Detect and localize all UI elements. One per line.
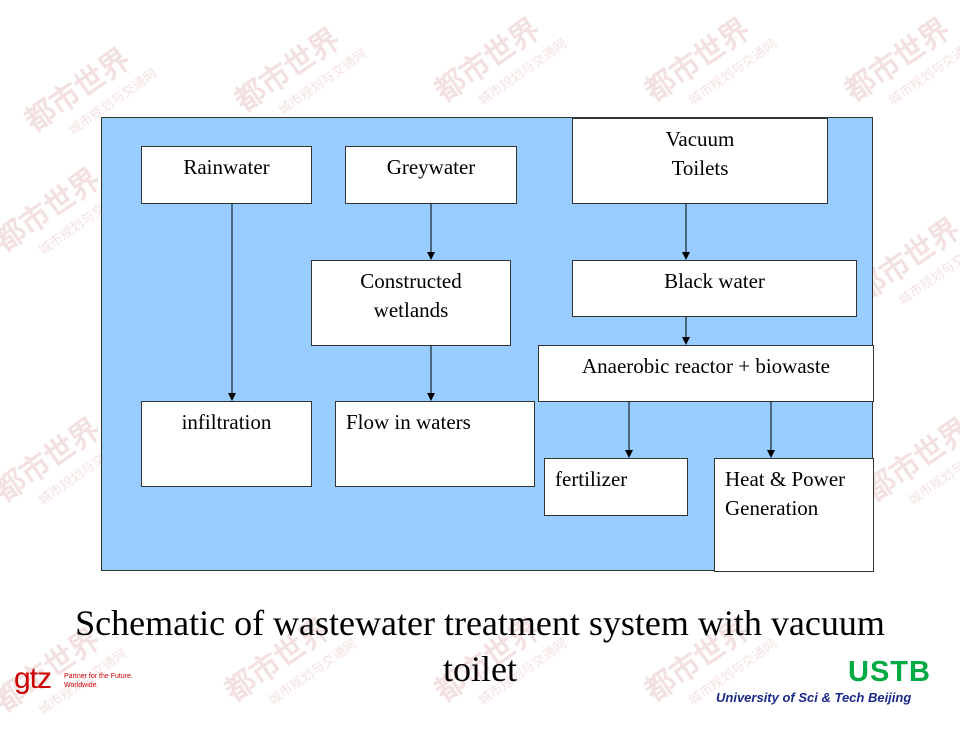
ustb-university-name: University of Sci & Tech Beijing bbox=[716, 690, 912, 705]
watermark-text: 都市世界 bbox=[0, 411, 108, 510]
heat-power-label-line1: Heat & Power bbox=[725, 467, 846, 491]
black-water-box: Black water bbox=[572, 260, 857, 317]
constructed-wetlands-box: Constructed wetlands bbox=[311, 260, 511, 346]
black-water-label: Black water bbox=[664, 269, 765, 293]
watermark: 都市世界城市规划与交通网 bbox=[424, 0, 570, 126]
gtz-tagline-line2: Worldwide. bbox=[64, 682, 99, 689]
flow-in-waters-label: Flow in waters bbox=[346, 410, 471, 434]
watermark-text: 都市世界 bbox=[428, 11, 548, 110]
caption-line2: toilet bbox=[443, 649, 517, 689]
caption-line1: Schematic of wastewater treatment system… bbox=[75, 603, 885, 643]
rainwater-box: Rainwater bbox=[141, 146, 312, 204]
gtz-tagline-line1: Partner for the Future. bbox=[64, 673, 133, 680]
watermark-text: 都市世界 bbox=[0, 161, 108, 260]
constructed-wetlands-label-line1: Constructed bbox=[360, 269, 462, 293]
constructed-wetlands-label-line2: wetlands bbox=[373, 298, 449, 322]
fertilizer-box: fertilizer bbox=[544, 458, 688, 516]
anaerobic-reactor-label: Anaerobic reactor + biowaste bbox=[582, 354, 830, 378]
watermark-subtext: 城市规划与交通网 bbox=[886, 36, 960, 109]
infiltration-label: infiltration bbox=[181, 410, 272, 434]
vacuum-toilets-label-line2: Toilets bbox=[671, 156, 729, 180]
vacuum-toilets-box: Vacuum Toilets bbox=[572, 118, 828, 204]
watermark: 都市世界城市规划与交通网 bbox=[834, 0, 960, 126]
anaerobic-reactor-box: Anaerobic reactor + biowaste bbox=[538, 345, 874, 402]
greywater-box: Greywater bbox=[345, 146, 517, 204]
heat-power-box: Heat & Power Generation bbox=[714, 458, 874, 572]
fertilizer-label: fertilizer bbox=[555, 467, 628, 491]
flow-in-waters-box: Flow in waters bbox=[335, 401, 535, 487]
ustb-logo: USTB bbox=[848, 656, 931, 688]
gtz-logo-text: gtz bbox=[14, 662, 52, 695]
watermark-text: 都市世界 bbox=[838, 11, 958, 110]
watermark-subtext: 城市规划与交通网 bbox=[686, 36, 780, 109]
heat-power-label-line2: Generation bbox=[725, 496, 819, 520]
greywater-label: Greywater bbox=[386, 155, 476, 179]
watermark-subtext: 城市规划与交通网 bbox=[276, 46, 370, 119]
watermark-subtext: 城市规划与交通网 bbox=[896, 236, 960, 309]
gtz-tagline: Partner for the Future. Worldwide. bbox=[64, 672, 164, 690]
watermark-text: 都市世界 bbox=[228, 21, 348, 120]
watermark-subtext: 城市规划与交通网 bbox=[476, 36, 570, 109]
watermark-text: 都市世界 bbox=[638, 11, 758, 110]
watermark-subtext: 城市规划与交通网 bbox=[906, 436, 960, 509]
vacuum-toilets-label-line1: Vacuum bbox=[665, 127, 735, 151]
rainwater-label: Rainwater bbox=[183, 155, 270, 179]
infiltration-box: infiltration bbox=[141, 401, 312, 487]
figure-caption: Schematic of wastewater treatment system… bbox=[40, 600, 920, 692]
watermark: 都市世界城市规划与交通网 bbox=[634, 0, 780, 126]
